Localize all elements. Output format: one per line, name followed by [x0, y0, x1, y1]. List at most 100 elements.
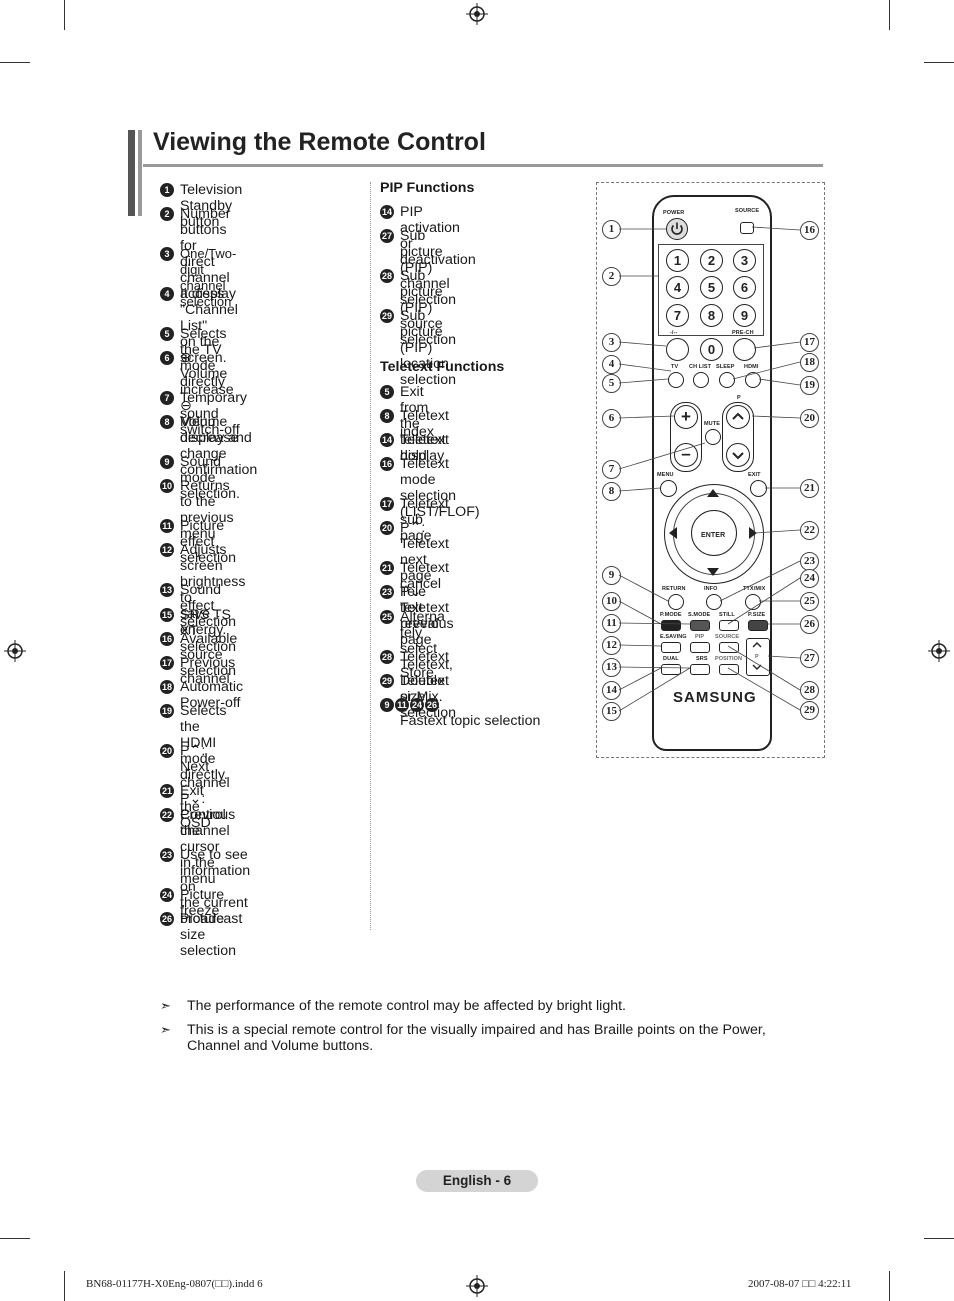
pre-ch-label: PRE-CH — [732, 330, 754, 336]
remote-control-figure: POWER SOURCE 1 2 3 4 5 6 7 8 9 -/-- 0 PR… — [596, 182, 825, 758]
number-pad-frame — [658, 244, 764, 336]
sleep-label: SLEEP — [716, 364, 735, 370]
title-underline — [143, 164, 823, 167]
power-button[interactable] — [666, 218, 688, 240]
menu-label: MENU — [657, 472, 674, 478]
s-mode-button[interactable] — [690, 620, 710, 631]
enter-label: ENTER — [701, 532, 726, 539]
source2-button[interactable] — [719, 642, 739, 653]
arrow-left-icon[interactable] — [669, 527, 677, 539]
callout-marker: 25 — [800, 592, 819, 611]
callout-marker: 16 — [800, 221, 819, 240]
crop-mark — [0, 1238, 30, 1239]
p-size-button[interactable] — [748, 620, 768, 631]
exit-button[interactable] — [750, 480, 767, 497]
digit-0-button[interactable]: 0 — [700, 338, 723, 361]
callout-marker: 22 — [800, 521, 819, 540]
still-label: STILL — [719, 612, 735, 618]
callout-marker: 17 — [800, 333, 819, 352]
sleep-button[interactable] — [719, 372, 735, 388]
enter-button[interactable] — [691, 510, 737, 556]
dash-label: -/-- — [670, 330, 678, 336]
ttx-mix-button[interactable] — [745, 594, 761, 610]
crop-mark — [924, 62, 954, 63]
menu-button[interactable] — [660, 480, 677, 497]
volume-up-button[interactable]: + — [674, 405, 698, 429]
info-button[interactable] — [706, 594, 722, 610]
crop-mark — [924, 1238, 954, 1239]
callout-marker: 1 — [602, 220, 621, 239]
srs-label: SRS — [696, 656, 708, 662]
hdmi-label: HDMI — [744, 364, 759, 370]
dual-label: DUAL — [663, 656, 679, 662]
digit-2-button[interactable]: 2 — [700, 249, 723, 272]
digit-4-button[interactable]: 4 — [666, 276, 689, 299]
e-saving-button[interactable] — [661, 642, 681, 653]
srs-button[interactable] — [690, 664, 710, 675]
digit-1-button[interactable]: 1 — [666, 249, 689, 272]
chevron-up-icon[interactable] — [751, 641, 763, 649]
mute-button[interactable] — [705, 429, 721, 445]
arrow-up-icon[interactable] — [707, 489, 719, 497]
power-icon — [671, 222, 683, 235]
channel-up-button[interactable] — [726, 405, 750, 429]
footer-filename: BN68-01177H-X0Eng-0807(□□).indd 6 — [86, 1278, 263, 1290]
position-button[interactable] — [719, 664, 739, 675]
callout-marker: 19 — [800, 376, 819, 395]
digit-5-button[interactable]: 5 — [700, 276, 723, 299]
position-label: POSITION — [715, 656, 743, 662]
channel-down-button[interactable] — [726, 443, 750, 467]
still-button[interactable] — [719, 620, 739, 631]
digit-8-button[interactable]: 8 — [700, 304, 723, 327]
callout-marker: 18 — [800, 353, 819, 372]
digit-9-button[interactable]: 9 — [733, 304, 756, 327]
arrow-right-icon[interactable] — [749, 527, 757, 539]
source-button[interactable] — [740, 222, 754, 234]
return-label: RETURN — [662, 586, 686, 592]
callout-marker: 20 — [800, 409, 819, 428]
callout-marker: 9 — [602, 566, 621, 585]
callout-marker: 8 — [602, 482, 621, 501]
pre-ch-button[interactable] — [733, 338, 756, 361]
chevron-down-icon[interactable] — [751, 663, 763, 671]
ttx-mix-label: TTX/MIX — [743, 586, 766, 592]
teletext-heading: Teletext Functions — [380, 359, 505, 375]
source2-label: SOURCE — [715, 634, 740, 640]
callout-marker: 15 — [602, 702, 621, 721]
callout-marker: 6 — [602, 409, 621, 428]
p-mode-button[interactable] — [661, 620, 681, 631]
digit-6-button[interactable]: 6 — [733, 276, 756, 299]
pip-label: PIP — [695, 634, 705, 640]
arrow-down-icon[interactable] — [707, 568, 719, 576]
callout-marker: 11 — [602, 614, 621, 633]
digit-7-button[interactable]: 7 — [666, 304, 689, 327]
callout-marker: 26 — [800, 615, 819, 634]
ch-list-button[interactable] — [693, 372, 709, 388]
callout-marker: 21 — [800, 479, 819, 498]
source-label: SOURCE — [735, 208, 760, 214]
chevron-up-icon — [732, 412, 744, 420]
footer-timestamp: 2007-08-07 □□ 4:22:11 — [748, 1278, 852, 1290]
p-size-label: P.SIZE — [748, 612, 766, 618]
pip-button[interactable] — [690, 642, 710, 653]
callout-marker: 12 — [602, 636, 621, 655]
p-label: P — [737, 395, 741, 401]
registration-mark-icon — [928, 640, 950, 662]
channel-rocker[interactable] — [722, 402, 754, 472]
digit-3-button[interactable]: 3 — [733, 249, 756, 272]
volume-down-button[interactable]: – — [674, 443, 698, 467]
note-arrow-icon: ➣ — [160, 1022, 171, 1037]
dual-button[interactable] — [661, 664, 681, 675]
callout-marker: 7 — [602, 460, 621, 479]
dash-button[interactable] — [666, 338, 689, 361]
callout-marker: 24 — [800, 569, 819, 588]
return-button[interactable] — [668, 594, 684, 610]
hdmi-button[interactable] — [745, 372, 761, 388]
title-accent-bar — [138, 130, 142, 216]
navigation-pad[interactable] — [664, 484, 764, 584]
callout-marker: 27 — [800, 649, 819, 668]
volume-rocker[interactable] — [670, 402, 702, 472]
tv-button[interactable] — [668, 372, 684, 388]
callout-marker: 28 — [800, 681, 819, 700]
crop-mark — [889, 0, 890, 30]
